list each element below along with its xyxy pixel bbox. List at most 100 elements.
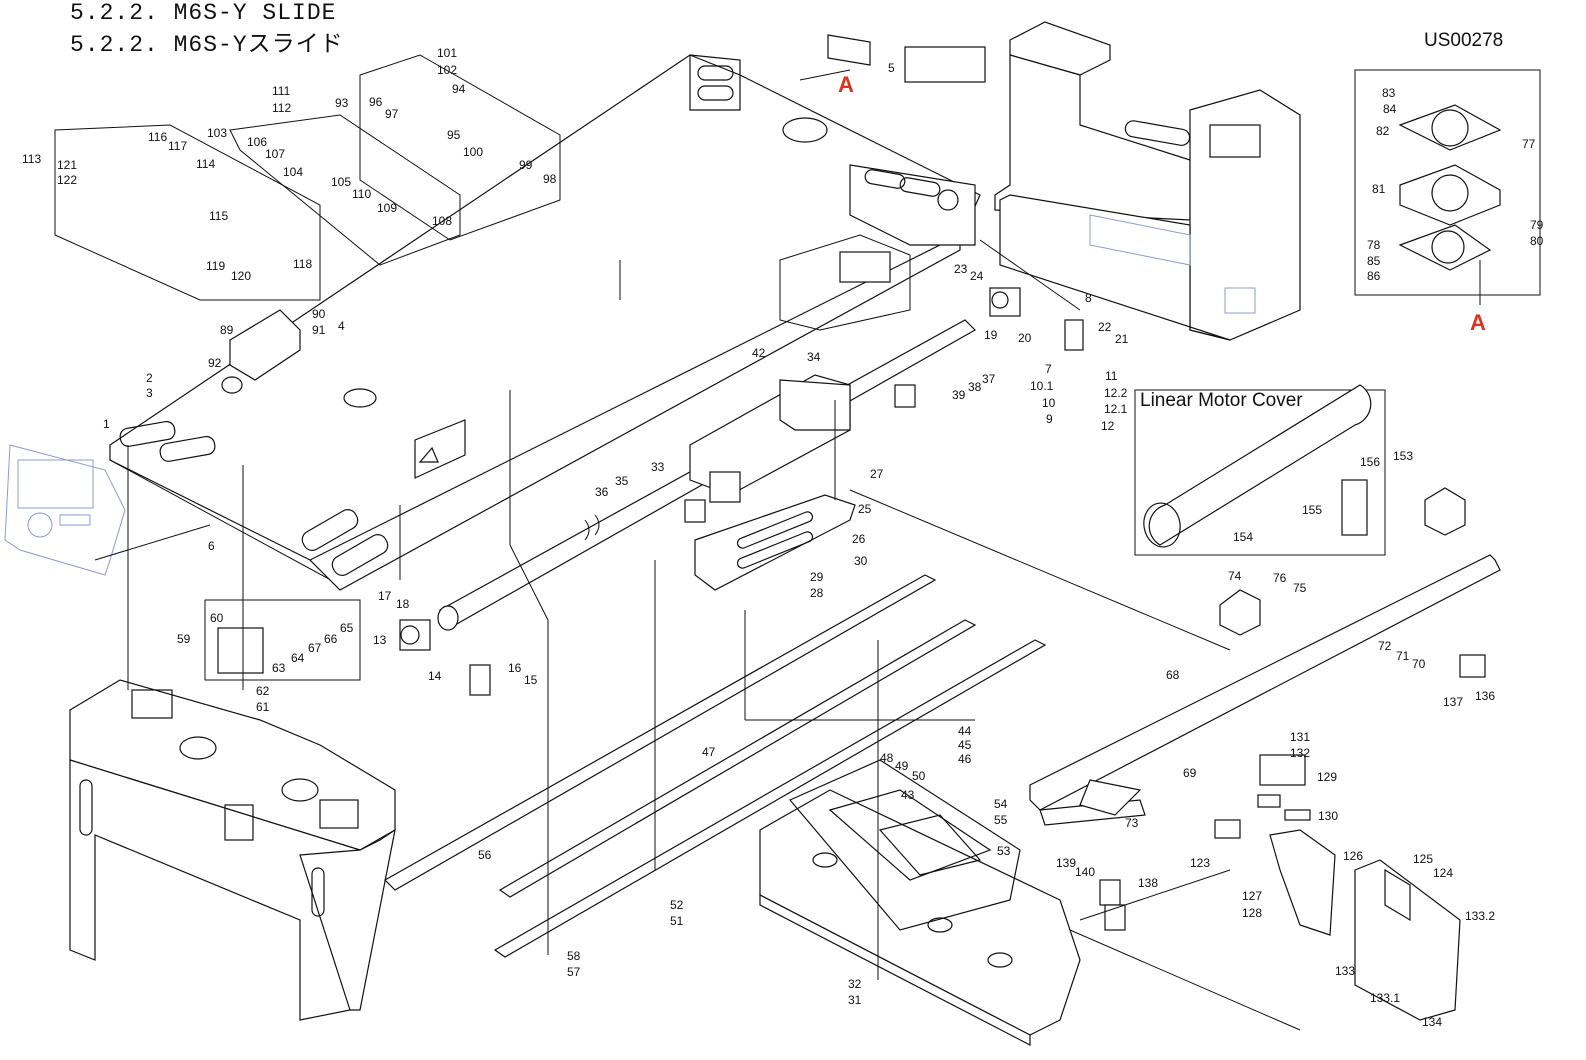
part-number-label: 58 (567, 949, 581, 963)
part-number-label: 33 (651, 460, 665, 474)
part-number-label: 18 (396, 597, 410, 611)
part-number-label: 46 (958, 752, 972, 766)
part-number-label: 60 (210, 611, 224, 625)
section-title-jp: 5.2.2. M6S-Yスライド (70, 32, 344, 58)
part-number-label: 76 (1273, 571, 1287, 585)
part-number-label: 62 (256, 684, 270, 698)
part-number-label: 96 (369, 95, 383, 109)
part-number-label: 125 (1413, 852, 1433, 866)
part-number-label: 84 (1383, 102, 1397, 116)
part-number-label: 92 (208, 356, 222, 370)
part-number-label: 77 (1522, 137, 1536, 151)
part-number-label: 39 (952, 388, 966, 402)
part-number-label: 123 (1190, 856, 1210, 870)
part-number-label: 16 (508, 661, 522, 675)
part-number-label: 131 (1290, 730, 1310, 744)
part-number-label: 35 (615, 474, 629, 488)
part-number-label: 95 (447, 128, 461, 142)
part-number-label: 124 (1433, 866, 1453, 880)
part-number-label: 156 (1360, 455, 1380, 469)
part-number-label: 4 (338, 319, 345, 333)
part-number-label: 133 (1335, 964, 1355, 978)
part-number-label: 94 (452, 82, 466, 96)
assembly-frames (54, 34, 1386, 681)
part-number-label: 70 (1412, 657, 1426, 671)
part-number-label: 10.1 (1030, 379, 1054, 393)
assemblies (217, 251, 1486, 1021)
part-number-label: 140 (1075, 865, 1095, 879)
part-number-label: 90 (312, 307, 326, 321)
part-number-label: 132 (1290, 746, 1310, 760)
part-number-label: 37 (982, 372, 996, 386)
part-number-label: 80 (1530, 234, 1544, 248)
part-number-label: 56 (478, 848, 492, 862)
part-number-label: 59 (177, 632, 191, 646)
part-number-label: 65 (340, 621, 354, 635)
part-number-label: 129 (1317, 770, 1337, 784)
part-number-label: 91 (312, 323, 326, 337)
part-number-label: 110 (352, 187, 371, 201)
part-number-label: 19 (984, 328, 998, 342)
left-frame (69, 679, 396, 1021)
part-number-label: 81 (1372, 182, 1386, 196)
part-number-label: 122 (57, 173, 77, 187)
part-number-label: 67 (308, 641, 322, 655)
part-number-label: 138 (1138, 876, 1158, 890)
part-number-label: 73 (1125, 816, 1139, 830)
leader-lines (94, 69, 1481, 1031)
part-number-label: 103 (207, 126, 227, 140)
part-number-label: 154 (1233, 530, 1253, 544)
part-number-label: 7 (1045, 362, 1052, 376)
part-number-label: 79 (1530, 218, 1544, 232)
part-number-label: 24 (970, 269, 984, 283)
part-number-label: 28 (810, 586, 824, 600)
linear-motor-cover-title: Linear Motor Cover (1140, 390, 1303, 411)
part-number-label: 117 (168, 139, 187, 153)
linear-motor-cover-panel (1143, 384, 1372, 548)
part-number-label: 155 (1302, 503, 1322, 517)
part-number-label: 130 (1318, 809, 1338, 823)
part-number-label: 54 (994, 797, 1008, 811)
part-number-label: 61 (256, 700, 270, 714)
part-number-label: 75 (1293, 581, 1307, 595)
part-number-label: 116 (148, 130, 167, 144)
marker-a-fan: A (1470, 310, 1486, 335)
part-number-label: 119 (206, 259, 225, 273)
part-number-label: 44 (958, 724, 972, 738)
part-number-label: 9 (1046, 412, 1053, 426)
part-number-label: 99 (519, 158, 533, 172)
part-number-label: 106 (247, 135, 267, 149)
part-number-label: 134 (1422, 1015, 1442, 1029)
fan-panel (1354, 69, 1541, 296)
part-number-label: 55 (994, 813, 1008, 827)
part-number-label: 72 (1378, 639, 1392, 653)
part-number-label: 43 (901, 788, 915, 802)
section-title-en: 5.2.2. M6S-Y SLIDE (70, 0, 337, 26)
part-number-label: 107 (265, 147, 285, 161)
part-number-label: 5 (888, 61, 895, 75)
part-number-label: 68 (1166, 668, 1180, 682)
part-number-label: 121 (57, 158, 77, 172)
part-number-label: 115 (209, 209, 228, 223)
part-number-label: 53 (997, 844, 1011, 858)
part-number-label: 34 (807, 350, 821, 364)
part-number-label: 93 (335, 96, 349, 110)
part-number-label: 136 (1475, 689, 1495, 703)
part-number-label: 10 (1042, 396, 1056, 410)
part-number-label: 97 (385, 107, 399, 121)
part-number-label: 133.1 (1370, 991, 1400, 1005)
part-number-label: 11 (1105, 369, 1118, 383)
part-number-label: 6 (208, 539, 215, 553)
part-number-label: 139 (1056, 856, 1076, 870)
part-number-label: 98 (543, 172, 557, 186)
part-number-label: 17 (378, 589, 392, 603)
monitor-ghost (4, 444, 126, 576)
part-number-label: 12.1 (1104, 402, 1128, 416)
part-number-label: 78 (1367, 238, 1381, 252)
document-id: US00278 (1424, 30, 1504, 51)
part-number-label: 100 (463, 145, 483, 159)
part-number-label: 102 (437, 63, 457, 77)
part-number-label: 23 (954, 262, 968, 276)
part-number-label: 137 (1443, 695, 1463, 709)
